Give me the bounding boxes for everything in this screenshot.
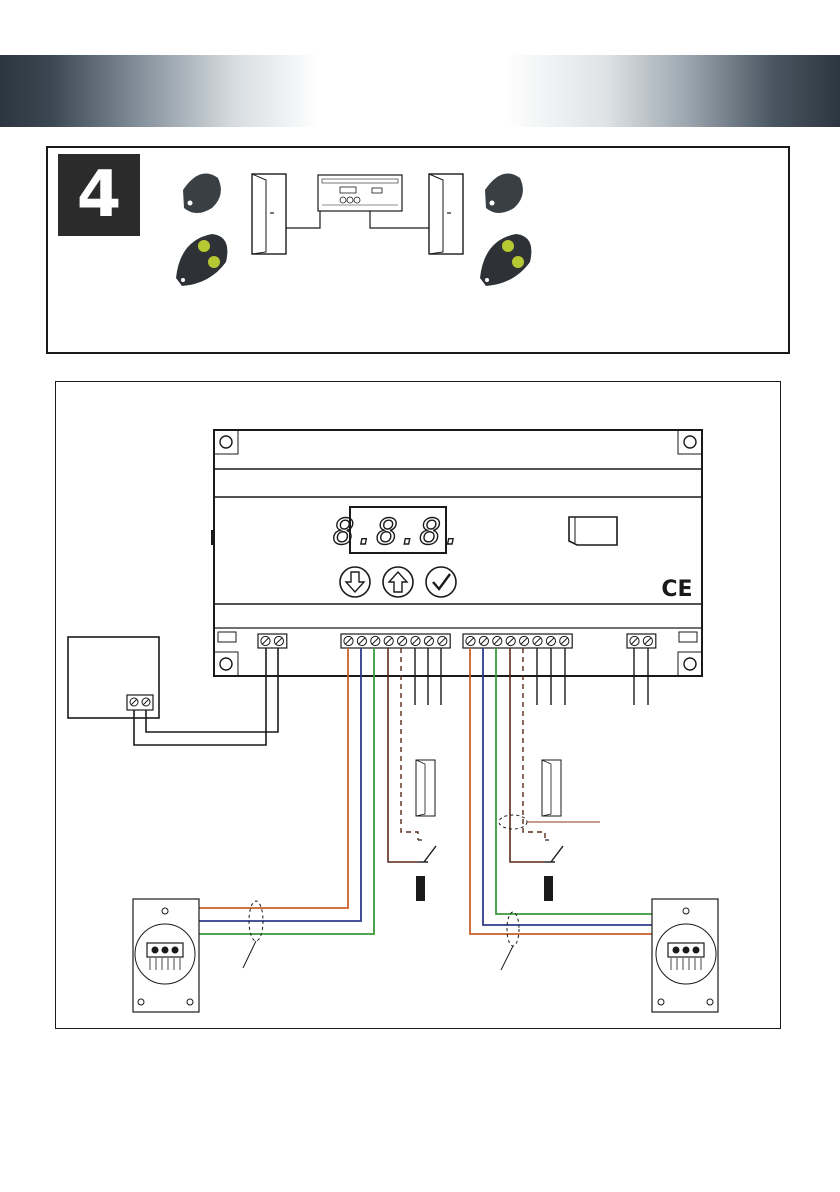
wire-green-left — [175, 648, 374, 943]
push-button-icon — [416, 876, 425, 901]
down-arrow-icon[interactable] — [340, 567, 370, 597]
reader-icon — [133, 899, 199, 1012]
reader-icon — [652, 899, 718, 1012]
controller-icon — [318, 175, 402, 211]
power-supply-box — [68, 637, 159, 718]
key-fob-icon — [485, 174, 523, 213]
door-icon — [542, 760, 561, 816]
remote-icon — [480, 234, 531, 286]
push-button-icon — [544, 876, 553, 901]
up-arrow-icon[interactable] — [383, 567, 413, 597]
checkmark-icon[interactable] — [426, 567, 456, 597]
link-line — [286, 211, 320, 228]
wire-brown-right — [510, 648, 545, 862]
remote-icon — [176, 234, 227, 286]
switch-left — [418, 840, 436, 862]
switch-right — [545, 840, 563, 862]
ce-mark: CE — [661, 577, 692, 602]
door-icon — [429, 174, 463, 254]
door-icon — [416, 760, 435, 816]
key-fob-icon — [183, 174, 221, 213]
link-line — [370, 211, 429, 228]
digital-display: 8.8.8. — [333, 507, 463, 553]
door-icon — [252, 174, 286, 254]
wire-brown-left — [388, 648, 418, 862]
display-digits: 8.8.8. — [333, 512, 463, 553]
